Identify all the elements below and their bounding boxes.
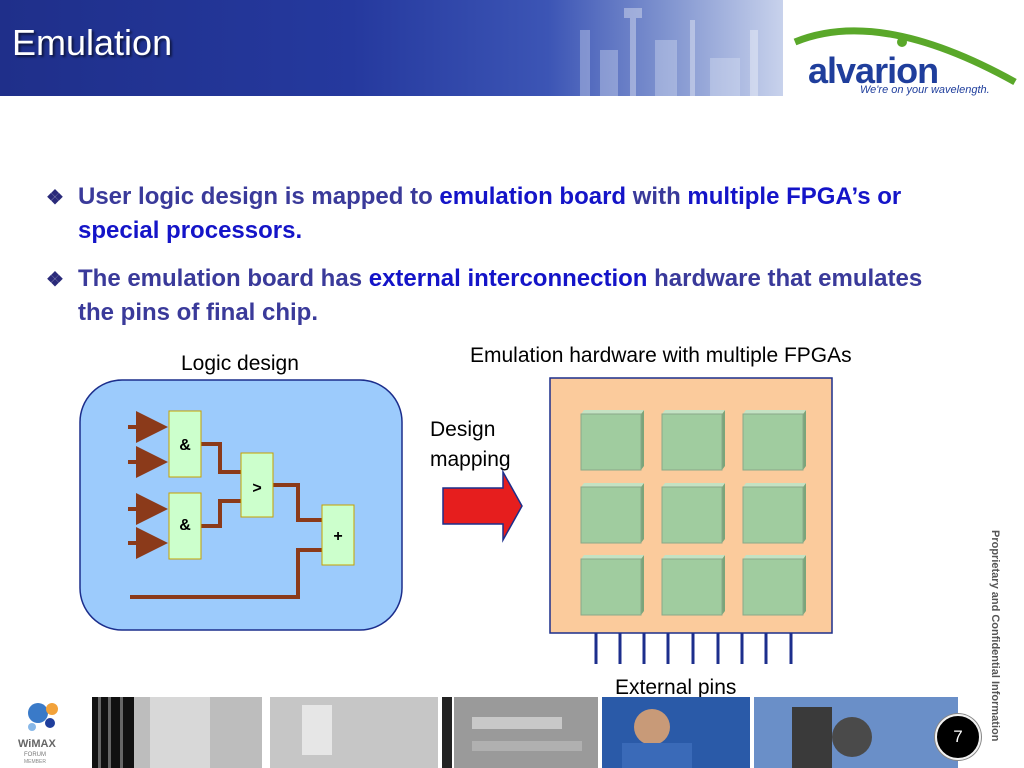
diamond-bullet-icon: ❖: [46, 187, 64, 209]
bullet-highlight: multiple FPGA’s or special processors.: [78, 183, 902, 244]
and-gate-2: [168, 492, 202, 560]
fpga-chip: [742, 410, 806, 471]
fpga-chip: [742, 483, 806, 544]
design-mapping-label-2: mapping: [430, 448, 511, 471]
logo-tagline: We're on your wavelength.: [860, 84, 990, 96]
title-bar: [0, 0, 783, 96]
fpga-chip: [580, 555, 644, 616]
fpga-chip: [661, 483, 725, 544]
member-text: MEMBER: [24, 759, 46, 765]
bullet-list: ❖ User logic design is mapped to emulatio…: [46, 180, 926, 344]
design-mapping-arrow: [442, 469, 523, 543]
wire: [201, 442, 241, 474]
emulation-hardware-label: Emulation hardware with multiple FPGAs: [470, 344, 852, 367]
footer-photo-strip: [92, 697, 958, 768]
fpga-grid: [580, 410, 806, 616]
external-pins-label: External pins: [615, 676, 737, 699]
bullet-text: with: [626, 183, 688, 210]
fpga-chip: [580, 483, 644, 544]
slide-title: Emulation: [12, 22, 173, 63]
logic-design-label: Logic design: [181, 352, 299, 375]
plus-gate: [321, 504, 355, 566]
bullet-item: ❖ The emulation board has external interc…: [46, 262, 926, 330]
bullet-text: hardware that emulates the pins of final…: [78, 265, 923, 326]
bullet-text: User logic design is mapped to: [78, 183, 440, 210]
alvarion-logo: [793, 27, 1017, 86]
fpga-chip: [661, 410, 725, 471]
and-gate-2-symbol: &: [179, 517, 191, 534]
wimax-text: WiMAX: [18, 738, 56, 750]
and-gate-1-symbol: &: [179, 437, 191, 454]
and-gate-1: [168, 410, 202, 478]
design-mapping-label-1: Design: [430, 418, 496, 441]
plus-gate-symbol: +: [333, 528, 342, 545]
fpga-chip: [580, 410, 644, 471]
diamond-bullet-icon: ❖: [46, 269, 64, 291]
compare-gate-symbol: >: [252, 480, 261, 497]
wire: [273, 483, 322, 522]
wimax-forum-logo: WiMAX FORUM MEMBER: [18, 703, 58, 765]
bullet-item: ❖ User logic design is mapped to emulatio…: [46, 180, 926, 248]
compare-gate: [240, 452, 274, 518]
wire: [130, 548, 322, 599]
logo-wordmark: alvarion: [808, 50, 939, 91]
fpga-chip: [742, 555, 806, 616]
wire: [201, 499, 241, 528]
confidential-text: Proprietary and Confidential Information: [989, 530, 1001, 742]
bullet-highlight: emulation board: [439, 183, 627, 210]
forum-text: FORUM: [24, 752, 46, 758]
bullet-highlight: external interconnection: [368, 265, 648, 292]
bullet-text: The emulation board has: [78, 265, 369, 292]
tower-photo-graphic: [580, 8, 758, 96]
fpga-chip: [661, 555, 725, 616]
page-number-badge: 7: [935, 714, 981, 760]
